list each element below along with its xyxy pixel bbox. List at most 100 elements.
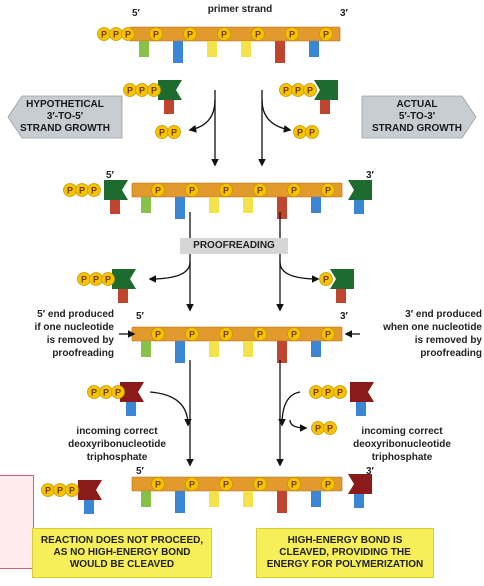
release-arrow	[261, 99, 292, 133]
phosphate-label: P	[325, 330, 331, 340]
nucleotide-base	[173, 41, 183, 63]
nucleotide-base	[209, 491, 219, 507]
phosphate-circle	[321, 183, 335, 197]
phosphate-label: P	[257, 186, 263, 196]
incoming-nucleotide	[348, 474, 372, 494]
nucleotide-base	[277, 491, 287, 513]
phosphate-circle	[151, 477, 165, 491]
phosphate-label: P	[139, 86, 145, 96]
phosphate-label: P	[291, 186, 297, 196]
nucleotide-base	[354, 200, 364, 214]
phosphate-label: P	[105, 275, 111, 285]
phosphate-label: P	[221, 30, 227, 40]
nucleotide-base	[243, 197, 253, 213]
phosphate-label: P	[223, 186, 229, 196]
nucleotide-base	[311, 197, 321, 213]
phosphate-label: P	[125, 30, 131, 40]
phosphate-circle	[151, 183, 165, 197]
phosphate-label: P	[325, 480, 331, 490]
phosphate-circle	[251, 27, 265, 41]
phosphate-label: P	[151, 86, 157, 96]
incoming-nucleotide	[314, 80, 338, 100]
phosphate-label: P	[69, 486, 75, 496]
release-arrow	[188, 99, 216, 133]
phosphate-circle	[147, 83, 161, 97]
phosphate-label: P	[155, 480, 161, 490]
phosphate-circle	[303, 83, 317, 97]
incoming-left-label: incoming correct deoxyribonucleotide tri…	[68, 426, 166, 463]
nucleotide-base	[209, 197, 219, 213]
phosphate-circle	[151, 327, 165, 341]
nucleotide-base	[275, 41, 285, 63]
phosphate-label: P	[93, 275, 99, 285]
nucleotide-base	[141, 341, 151, 357]
incoming-nucleotide	[104, 180, 128, 200]
phosphate-label: P	[113, 30, 119, 40]
phosphate-circle	[321, 477, 335, 491]
nucleotide-base	[175, 341, 185, 363]
phosphate-circle	[253, 327, 267, 341]
phosphate-circle	[185, 183, 199, 197]
five-prime-label-4: 5′	[136, 466, 144, 477]
removal-arrow	[279, 261, 320, 283]
phosphate-circle	[287, 327, 301, 341]
phosphate-circle	[333, 385, 347, 399]
phosphate-label: P	[189, 186, 195, 196]
nucleotide-base	[207, 41, 217, 57]
incoming-nucleotide	[348, 180, 372, 200]
nucleotide-base	[209, 341, 219, 357]
nucleotide-base	[241, 41, 251, 57]
nucleotide-base	[336, 289, 346, 303]
nucleotide-base	[164, 100, 174, 114]
incoming-arrow	[278, 391, 301, 427]
reaction-not-proceed-box: REACTION DOES NOT PROCEED, AS NO HIGH-EN…	[32, 528, 212, 578]
incoming-nucleotide	[330, 269, 354, 289]
phosphate-label: P	[57, 486, 63, 496]
phosphate-circle	[219, 183, 233, 197]
phosphate-circle	[183, 27, 197, 41]
phosphate-label: P	[127, 86, 133, 96]
phosphate-label: P	[91, 388, 97, 398]
phosphate-circle	[149, 27, 163, 41]
incoming-nucleotide	[158, 80, 182, 100]
nucleotide-base	[141, 197, 151, 213]
removal-arrow	[148, 261, 191, 283]
phosphate-label: P	[189, 480, 195, 490]
nucleotide-base	[175, 491, 185, 513]
nucleotide-base	[126, 402, 136, 416]
phosphate-label: P	[81, 275, 87, 285]
phosphate-label: P	[79, 186, 85, 196]
phosphate-label: P	[187, 30, 193, 40]
phosphate-circle	[287, 477, 301, 491]
phosphate-circle	[87, 183, 101, 197]
phosphate-circle	[185, 477, 199, 491]
phosphate-label: P	[309, 128, 315, 138]
nucleotide-base	[311, 491, 321, 507]
nucleotide-base	[320, 100, 330, 114]
nucleotide-base	[354, 494, 364, 508]
phosphate-circle	[121, 27, 135, 41]
phosphate-circle	[321, 327, 335, 341]
three-end-produced-label: 3′ end produced when one nucleotide is r…	[383, 309, 482, 359]
phosphate-label: P	[325, 388, 331, 398]
actual-growth-label: ACTUAL 5′-TO-3′ STRAND GROWTH	[372, 99, 462, 134]
pink-highlight-box	[0, 475, 34, 569]
phosphate-label: P	[323, 275, 329, 285]
phosphate-label: P	[325, 186, 331, 196]
phosphate-label: P	[257, 330, 263, 340]
three-prime-label-3: 3′	[340, 311, 348, 322]
nucleotide-base	[277, 197, 287, 219]
phosphate-label: P	[337, 388, 343, 398]
release-arrow	[289, 419, 308, 432]
phosphate-label: P	[189, 330, 195, 340]
incoming-nucleotide	[78, 480, 102, 500]
phosphate-label: P	[297, 128, 303, 138]
five-prime-label-1: 5′	[132, 8, 140, 19]
incoming-right-label: incoming correct deoxyribonucleotide tri…	[353, 426, 451, 463]
nucleotide-base	[243, 491, 253, 507]
phosphate-circle	[219, 477, 233, 491]
hypothetical-growth-label: HYPOTHETICAL 3′-TO-5′ STRAND GROWTH	[20, 99, 110, 134]
phosphate-label: P	[159, 128, 165, 138]
nucleotide-base	[175, 197, 185, 219]
